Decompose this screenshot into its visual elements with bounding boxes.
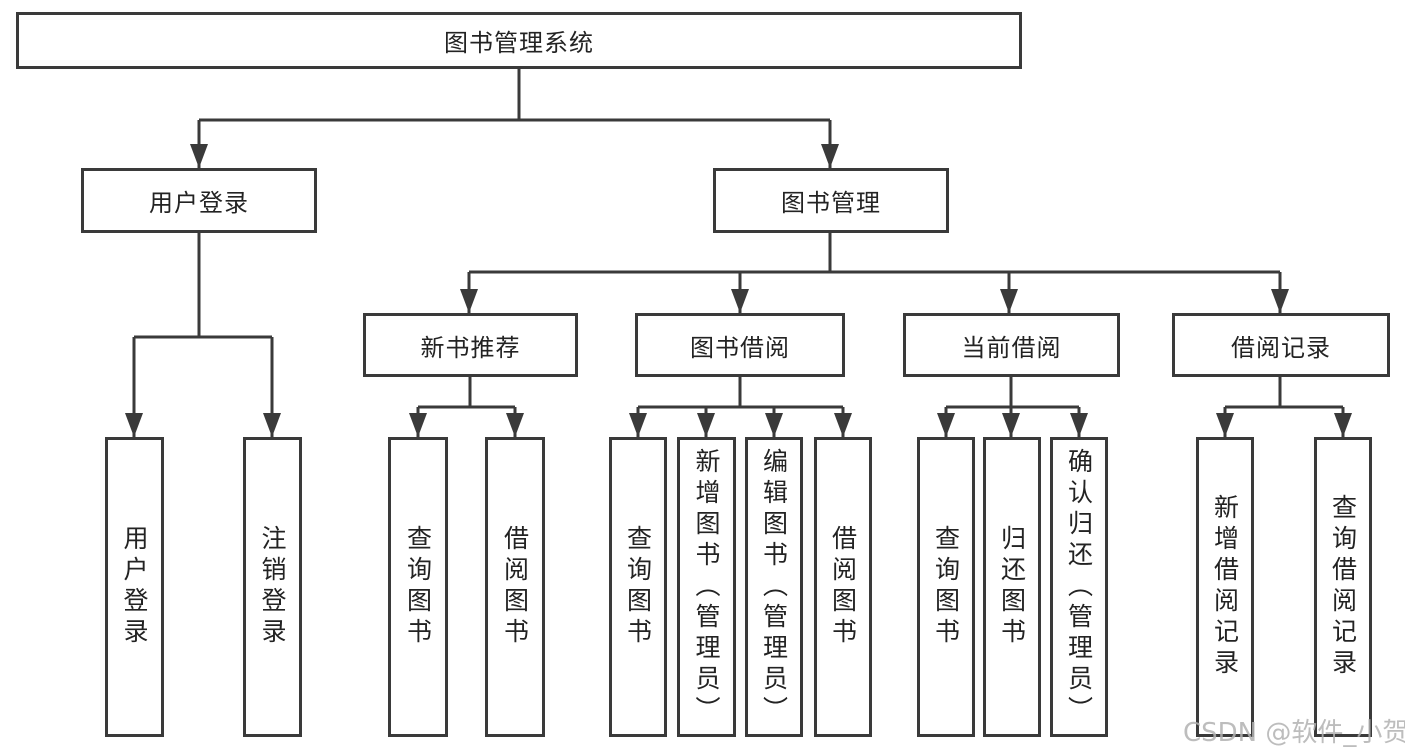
node-label: 用户登录 <box>120 525 149 649</box>
node-label: 新书推荐 <box>420 333 521 362</box>
node-label: 当前借阅 <box>961 333 1062 362</box>
leaf-logout: 注销登录 <box>243 437 302 737</box>
csdn-watermark: CSDN @软件_小贺同学 <box>1183 718 1405 747</box>
leaf-bb-add-books-admin: 新增图书（管理员） <box>677 437 736 737</box>
node-label: 用户登录 <box>149 189 249 217</box>
node-label: 借阅记录 <box>1231 333 1331 362</box>
node-label: 查询图书 <box>623 525 653 649</box>
node-user-login: 用户登录 <box>81 168 317 233</box>
node-label: 查询图书 <box>403 525 433 649</box>
leaf-br-query-record: 查询借阅记录 <box>1314 437 1372 737</box>
leaf-bb-edit-books-admin: 编辑图书（管理员） <box>745 437 803 737</box>
node-label: 查询图书 <box>931 525 961 649</box>
node-book-management: 图书管理 <box>713 168 949 233</box>
leaf-user-login: 用户登录 <box>105 437 164 737</box>
leaf-cb-return-books: 归还图书 <box>983 437 1041 737</box>
node-label: 图书管理 <box>781 189 881 217</box>
node-label: 借阅图书 <box>500 525 530 649</box>
node-label: 注销登录 <box>258 525 287 649</box>
node-new-book-recommendation: 新书推荐 <box>363 313 578 377</box>
node-book-borrowing: 图书借阅 <box>635 313 845 377</box>
leaf-nb-query-books: 查询图书 <box>388 437 448 737</box>
node-label: 确认归还（管理员） <box>1064 447 1094 727</box>
node-label: 归还图书 <box>997 525 1027 649</box>
leaf-bb-query-books: 查询图书 <box>609 437 667 737</box>
node-current-borrowing: 当前借阅 <box>903 313 1120 377</box>
node-label: 图书借阅 <box>690 333 790 362</box>
node-label: 借阅图书 <box>828 525 858 649</box>
leaf-bb-borrow-books: 借阅图书 <box>814 437 872 737</box>
node-label: 编辑图书（管理员） <box>759 447 789 727</box>
node-label: 新增图书（管理员） <box>692 447 721 727</box>
leaf-cb-query-books: 查询图书 <box>917 437 975 737</box>
leaf-br-add-record: 新增借阅记录 <box>1196 437 1254 737</box>
node-label: 查询借阅记录 <box>1328 494 1358 680</box>
leaf-cb-confirm-return-admin: 确认归还（管理员） <box>1050 437 1108 737</box>
leaf-nb-borrow-books: 借阅图书 <box>485 437 545 737</box>
node-label: 图书管理系统 <box>444 29 594 57</box>
node-library-system: 图书管理系统 <box>16 12 1022 69</box>
node-borrowing-records: 借阅记录 <box>1172 313 1390 377</box>
node-label: 新增借阅记录 <box>1210 494 1240 680</box>
